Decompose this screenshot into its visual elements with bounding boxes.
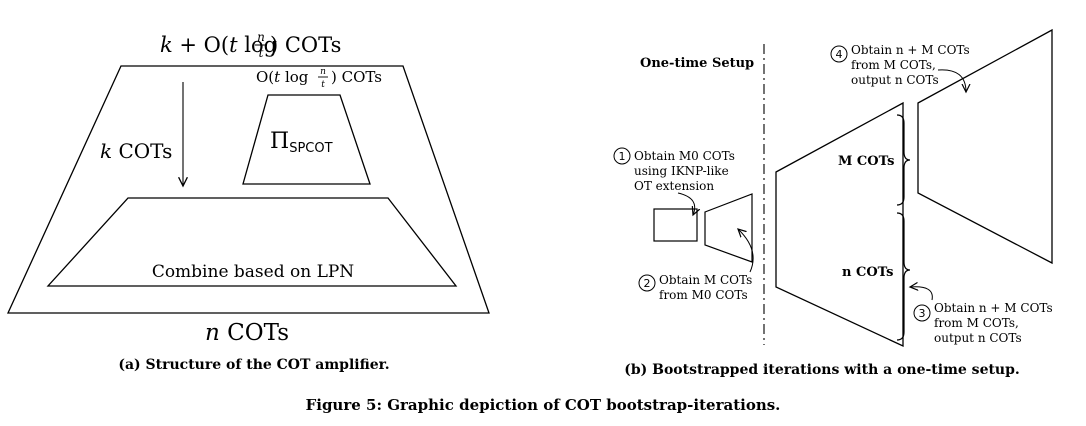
svg-text:n: n — [320, 67, 326, 77]
inner-cots-label: O(t log — [256, 68, 309, 86]
step-2-badge — [638, 274, 656, 292]
step-4-line-2: from M COTs, — [851, 58, 936, 72]
step-4-badge — [830, 45, 848, 63]
svg-text:t: t — [321, 80, 325, 90]
caption-a: (a) Structure of the COT amplifier. — [118, 357, 389, 373]
lpn-trapezoid — [46, 197, 458, 287]
n-cots-label: n COTs — [842, 265, 893, 280]
svg-text:t: t — [259, 46, 264, 60]
top-cots-label-close: ) COTs — [270, 33, 341, 57]
step-3-badge — [913, 304, 931, 322]
step-3-line-3: output n COTs — [934, 331, 1022, 345]
step-3-line-1: Obtain n + M COTs — [934, 301, 1053, 315]
step-1-annotation: 1 Obtain M0 COTs using IKNP-like OT exte… — [613, 147, 735, 215]
m-cots-brace — [896, 114, 911, 206]
bottom-cots-label: n COTs — [205, 320, 289, 346]
n-cots-brace — [896, 212, 911, 341]
step-1-line-1: Obtain M0 COTs — [634, 149, 735, 163]
inner-cots-label-close: ) COTs — [331, 68, 382, 86]
step-3-annotation: 3 Obtain n + M COTs from M COTs, output … — [910, 287, 1053, 345]
step-1-line-2: using IKNP-like — [634, 164, 729, 178]
step-2-arrow — [738, 229, 754, 273]
k-cots-label: k COTs — [100, 139, 172, 163]
step-2-line-1: Obtain M COTs — [659, 273, 752, 287]
base-ot-box — [653, 208, 698, 242]
inner-fraction: n t — [318, 67, 328, 90]
m-cots-label: M COTs — [838, 154, 894, 169]
top-fraction: n t — [255, 30, 267, 60]
svg-text:n: n — [257, 30, 265, 44]
spcot-trapezoid — [242, 94, 371, 185]
bootstrap-diagram: One-time Setup M COTs n COTs 1 Obtain M0… — [613, 28, 1053, 378]
caption-b: (b) Bootstrapped iterations with a one-t… — [624, 362, 1020, 378]
setup-title: One-time Setup — [640, 56, 754, 71]
svg-text:1: 1 — [619, 150, 626, 163]
svg-text:2: 2 — [644, 277, 651, 290]
step-2-annotation: 2 Obtain M COTs from M0 COTs — [638, 229, 754, 302]
step-1-arrow — [677, 192, 695, 215]
step-4-annotation: 4 Obtain n + M COTs from M COTs, output … — [830, 43, 970, 92]
step-3-line-2: from M COTs, — [934, 316, 1019, 330]
figure-caption: Figure 5: Graphic depiction of COT boots… — [306, 396, 781, 414]
step-1-line-3: OT extension — [634, 179, 714, 193]
outer-trapezoid — [6, 65, 490, 314]
step-3-arrow — [910, 287, 933, 301]
top-cots-label: k + O(t log — [160, 33, 277, 57]
cot-amplifier-diagram: k + O(t log n t ) COTs O(t log n t ) COT… — [6, 30, 490, 373]
step-1-badge — [613, 147, 631, 165]
combine-label: Combine based on LPN — [152, 262, 354, 282]
svg-text:4: 4 — [836, 48, 843, 61]
step-4-arrow — [937, 69, 966, 92]
iteration-trapezoid-2 — [917, 28, 1053, 265]
iteration-trapezoid-1 — [775, 101, 904, 348]
spcot-label: ΠSPCOT — [270, 129, 333, 156]
step-4-line-3: output n COTs — [851, 73, 939, 87]
svg-text:3: 3 — [919, 307, 926, 320]
step-4-line-1: Obtain n + M COTs — [851, 43, 970, 57]
setup-trapezoid — [704, 193, 753, 263]
step-2-line-2: from M0 COTs — [659, 288, 748, 302]
